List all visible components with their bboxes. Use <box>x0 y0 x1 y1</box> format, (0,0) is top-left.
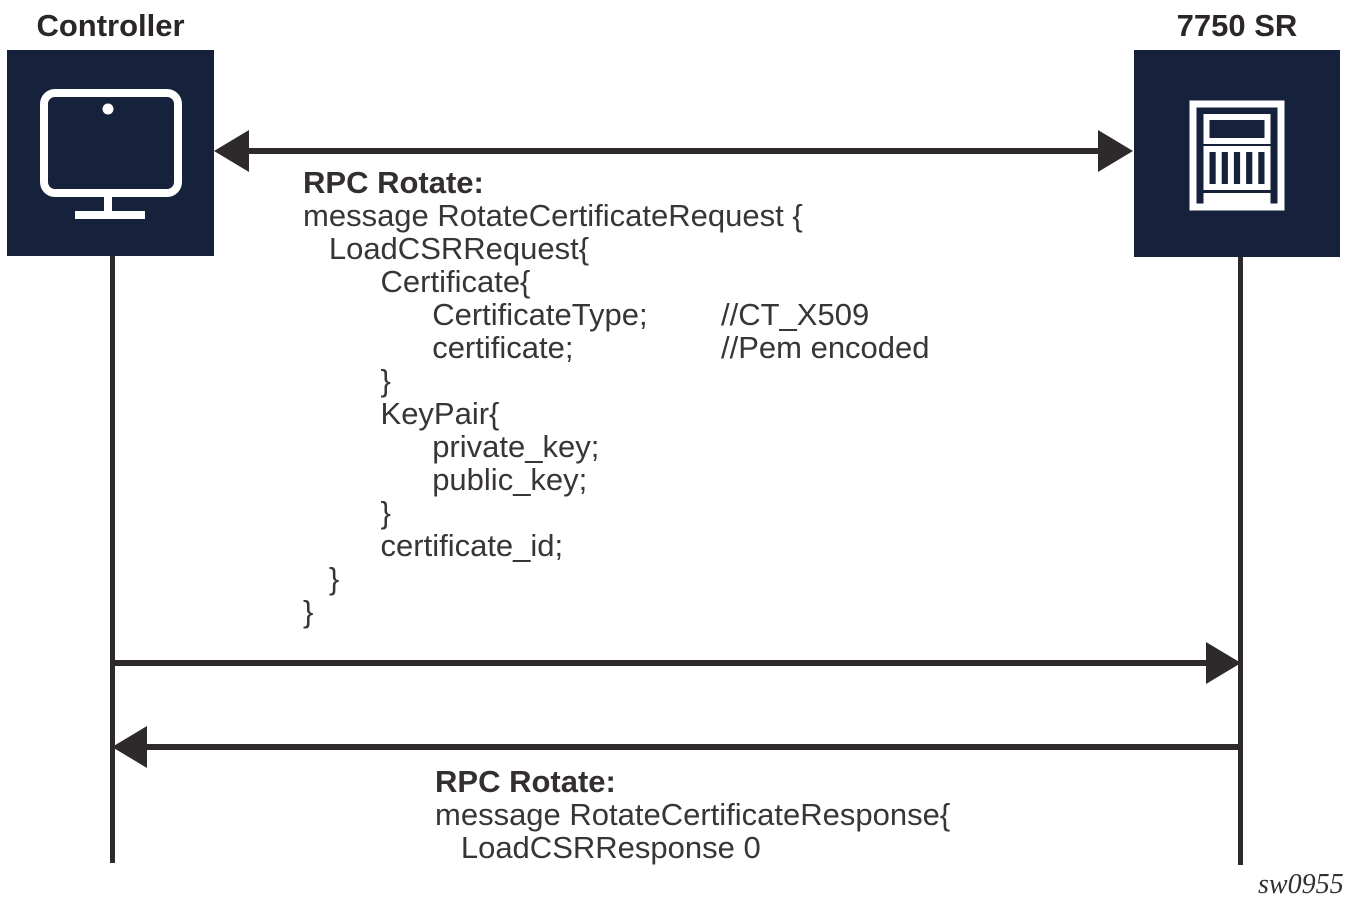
code-comment: //Pem encoded <box>721 330 930 365</box>
code-line: public_key; <box>303 462 588 497</box>
code-line: } <box>303 495 391 530</box>
response-arrow <box>112 726 1240 768</box>
router-title: 7750 SR <box>1176 8 1298 43</box>
code-line: } <box>303 561 340 596</box>
router-chassis-icon-shape <box>1189 100 1285 211</box>
code-line: KeyPair{ <box>303 396 500 431</box>
router-chassis-icon <box>1189 100 1285 211</box>
code-line: certificate_id; <box>303 528 564 563</box>
code-line: LoadCSRResponse 0 <box>435 830 761 865</box>
code-line: Certificate{ <box>303 264 531 299</box>
code-comment: //CT_X509 <box>721 297 870 332</box>
code-text: certificate; <box>303 330 574 365</box>
monitor-icon-shape <box>40 89 182 219</box>
code-line: LoadCSRRequest{ <box>303 231 590 266</box>
code-line: } <box>303 594 314 629</box>
request-heading: RPC Rotate: <box>303 165 484 200</box>
code-line: message RotateCertificateRequest { <box>303 198 803 233</box>
request-arrow <box>113 642 1241 684</box>
router-box <box>1134 50 1340 257</box>
monitor-icon <box>40 89 182 219</box>
response-heading: RPC Rotate: <box>435 764 616 799</box>
code-text: CertificateType; <box>303 297 648 332</box>
code-line: private_key; <box>303 429 600 464</box>
request-message-block: RPC Rotate: message RotateCertificateReq… <box>303 165 930 629</box>
controller-title: Controller <box>36 8 185 43</box>
code-line: CertificateType; //CT_X509 <box>303 297 869 332</box>
code-line: message RotateCertificateResponse{ <box>435 797 951 832</box>
controller-box <box>7 50 214 256</box>
response-message-block: RPC Rotate: message RotateCertificateRes… <box>435 765 950 864</box>
figure-id: sw0955 <box>1258 869 1344 900</box>
code-line: } <box>303 363 391 398</box>
code-line: certificate; //Pem encoded <box>303 330 929 365</box>
